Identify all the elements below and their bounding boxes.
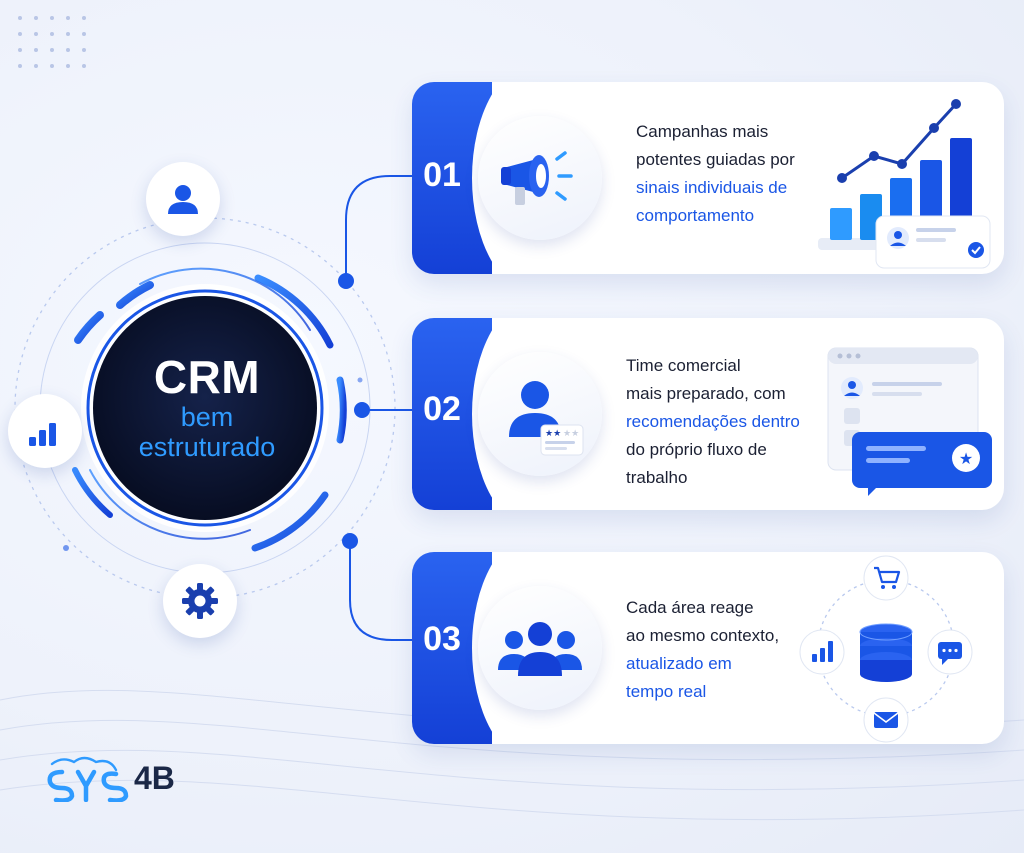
connector-dots xyxy=(63,273,370,551)
card-03-line-4: tempo real xyxy=(626,682,707,701)
hub-subtitle-line1: bem xyxy=(180,402,234,432)
card-01-line-1: Campanhas mais xyxy=(636,122,769,141)
card-03-line-3: atualizado em xyxy=(626,654,732,673)
wave-lines xyxy=(0,689,1024,821)
card-02-line-5: trabalho xyxy=(626,468,688,487)
card-03-text: Cada área reage ao mesmo contexto, atual… xyxy=(626,594,779,706)
card-03-line-1: Cada área reage xyxy=(626,598,754,617)
hub-core xyxy=(93,296,317,520)
hub-title: CRM xyxy=(153,351,261,403)
card-03-number: 03 xyxy=(423,620,461,658)
megaphone-icon xyxy=(501,151,573,205)
card-03-icon-circle xyxy=(478,586,602,710)
card-03: 03 Cada área reage ao mesmo contexto, at… xyxy=(412,552,1004,744)
card-02: 02 ★★ ★★ Time comercial mais preparado, … xyxy=(412,318,1004,510)
card-01-line-2: potentes guiadas por xyxy=(636,150,795,169)
card-01-line-3: sinais individuais de xyxy=(636,178,788,197)
svg-text:★★: ★★ xyxy=(545,429,561,439)
hub-label: CRM bem estruturado xyxy=(92,352,322,462)
card-01-text: Campanhas mais potentes guiadas por sina… xyxy=(636,118,795,230)
card-03-illustration xyxy=(799,555,973,743)
bar-chart-icon xyxy=(29,423,56,446)
svg-text:★★: ★★ xyxy=(563,429,579,439)
card-02-icon-circle: ★★ ★★ xyxy=(478,352,602,476)
card-01-line-4: comportamento xyxy=(636,206,755,225)
card-02-number: 02 xyxy=(423,390,461,428)
gear-icon xyxy=(182,583,218,619)
team-icon xyxy=(498,622,582,676)
card-01-illustration xyxy=(818,99,991,269)
logo-suffix: 4B xyxy=(134,759,175,796)
card-01: 01 Campanhas mais potentes guiadas por s… xyxy=(412,82,1004,274)
blue-arcs xyxy=(72,267,347,552)
dot-grid xyxy=(18,16,86,68)
card-02-line-4: do próprio fluxo de xyxy=(626,440,767,459)
connector-lines xyxy=(345,175,412,641)
user-icon xyxy=(168,185,198,214)
side-user-circle xyxy=(146,162,220,236)
card-01-icon-circle xyxy=(478,116,602,240)
card-02-line-3: recomendações dentro xyxy=(626,412,800,431)
card-02-text: Time comercial mais preparado, com recom… xyxy=(626,352,800,492)
salesperson-icon: ★★ ★★ xyxy=(509,381,584,456)
hub-border xyxy=(86,289,324,527)
card-03-line-2: ao mesmo contexto, xyxy=(626,626,780,645)
card-02-illustration: ★ xyxy=(827,347,992,496)
sys4b-logo: 4B xyxy=(40,754,175,802)
card-01-number: 01 xyxy=(423,156,461,194)
hub-subtitle-line2: estruturado xyxy=(138,432,276,462)
svg-text:★: ★ xyxy=(959,449,973,468)
sys-logo-mark xyxy=(47,756,129,802)
side-gear-circle xyxy=(163,564,237,638)
card-02-line-2: mais preparado, com xyxy=(626,384,786,403)
side-chart-circle xyxy=(8,394,82,468)
card-02-line-1: Time comercial xyxy=(626,356,741,375)
